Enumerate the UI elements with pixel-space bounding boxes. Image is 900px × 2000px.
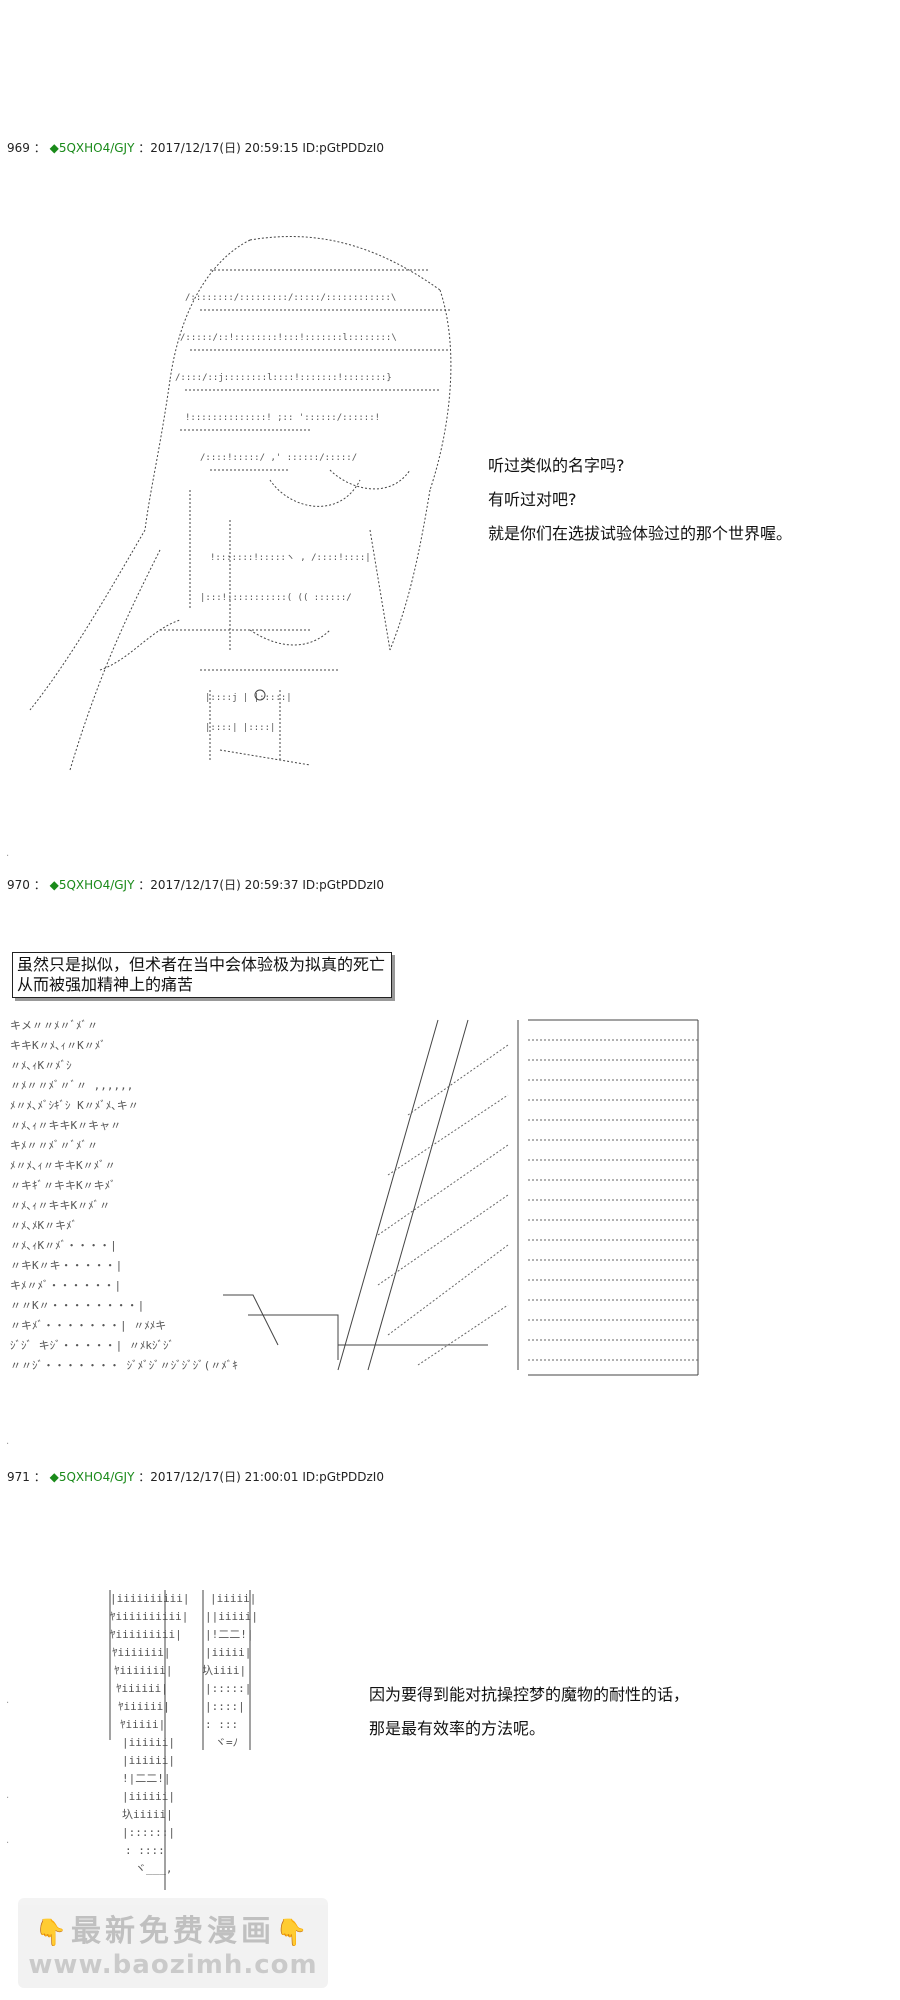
svg-text:ｼﾞｼﾞ キｼﾞ・・・・・| 〃ﾒkｼﾞｼﾞ: ｼﾞｼﾞ キｼﾞ・・・・・| 〃ﾒkｼﾞｼﾞ [10,1339,174,1352]
svg-text:ﾔiiiiii|: ﾔiiiiii| [116,1682,168,1695]
post-number: 971 [7,1470,30,1484]
svg-text:圦iiiii|: 圦iiiii| [122,1808,173,1821]
dialogue-971: 因为要得到能对抗操控梦的魔物的耐性的话， 那是最有效率的方法呢。 [369,1678,689,1746]
post-datetime: ：2017/12/17(日) 20:59:37 ID:pGtPDDzI0 [138,878,384,892]
svg-text:ﾒ〃ﾒ､ﾒﾞｼｷﾞｼ K〃ﾒﾞﾒ､キ〃: ﾒ〃ﾒ､ﾒﾞｼｷﾞｼ K〃ﾒﾞﾒ､キ〃 [10,1099,139,1112]
margin-dot: . [6,1695,10,1706]
trip-diamond-icon: ◆ [49,878,59,892]
svg-text:|::::|: |::::| [205,1700,245,1713]
narration-line: 从而被强加精神上的痛苦 [17,975,194,994]
svg-text:ﾔiiiiiii|: ﾔiiiiiii| [112,1646,170,1659]
post-number: 970 [7,878,30,892]
svg-text:〃ﾒ､ﾒK〃キﾒﾞ: 〃ﾒ､ﾒK〃キﾒﾞ [10,1219,77,1232]
post-header-970: 970 ： ◆5QXHO4/GJY ：2017/12/17(日) 20:59:3… [7,876,384,893]
svg-text:/::::!:::::/ ,' ::::::/:::::: /::::!:::::/ ,' ::::::/:::::/ [200,453,357,463]
svg-text:|iiiiiiiiii|: |iiiiiiiiii| [110,1592,189,1605]
svg-text:/::::/::j::::::::l::::!:::::::: /::::/::j::::::::l::::!:::::::!::::::::} [175,373,392,383]
svg-text:キメ〃〃ﾒ〃ﾞﾒﾞ〃: キメ〃〃ﾒ〃ﾞﾒﾞ〃 [10,1019,98,1032]
ascii-art-pillars-drawing: |iiiiiiiiii| ﾔiiiiiiiiii| ﾔiiiiiiiii| ﾔi… [109,1590,258,1890]
post-header-971: 971 ： ◆5QXHO4/GJY ：2017/12/17(日) 21:00:0… [7,1468,384,1485]
svg-text:ﾔiiiiii|: ﾔiiiiii| [118,1700,170,1713]
svg-text:!::::::::::::::! ;:: '::::::/: !::::::::::::::! ;:: '::::::/::::::! [185,413,380,423]
post-header-969: 969 ： ◆5QXHO4/GJY ：2017/12/17(日) 20:59:1… [7,139,384,156]
watermark-url[interactable]: www.baozimh.com [28,1950,318,1980]
watermark-text: 最新免费漫画 [71,1914,275,1949]
svg-text:|iiiii|: |iiiii| [205,1646,251,1659]
pointing-hand-icon: 👇 [275,1918,312,1948]
svg-text:|:::!:::::::::::( (( ::::::/: |:::!:::::::::::( (( ::::::/ [200,593,352,603]
svg-text:/:::::/::!::::::::!:::!:::::::: /:::::/::!::::::::!:::!:::::::l::::::::\ [180,333,397,343]
watermark-banner[interactable]: 👇最新免费漫画👇 www.baozimh.com [18,1898,328,1988]
ascii-art-scene: キメ〃〃ﾒ〃ﾞﾒﾞ〃 キキK〃ﾒ､ｨ〃K〃ﾒﾞ 〃ﾒ､ｨK〃ﾒﾞｼ 〃ﾒ〃〃ﾒﾞ… [8,1015,708,1380]
svg-text:ﾒ〃ﾒ､ｨ〃キキK〃ﾒﾞ〃: ﾒ〃ﾒ､ｨ〃キキK〃ﾒﾞ〃 [10,1159,116,1172]
ascii-art-girl-drawing: /::::::::/:::::::::/:::::/::::::::::::\ … [29,236,452,771]
svg-text:||iiiii|: ||iiiii| [205,1610,258,1623]
svg-text:〃キK〃キ・・・・・|: 〃キK〃キ・・・・・| [10,1259,122,1272]
svg-text:〃〃K〃・・・・・・・・|: 〃〃K〃・・・・・・・・| [10,1299,144,1312]
post-datetime: ：2017/12/17(日) 20:59:15 ID:pGtPDDzI0 [138,141,384,155]
svg-text:|:::::|: |:::::| [205,1682,251,1695]
svg-text:〃ﾒ､ｨ〃キキK〃キャ〃: 〃ﾒ､ｨ〃キキK〃キャ〃 [10,1119,121,1132]
narration-line: 虽然只是拟似，但术者在当中会体验极为拟真的死亡 [17,955,386,974]
separator: ： [33,878,46,892]
svg-text:キキK〃ﾒ､ｨ〃K〃ﾒﾞ: キキK〃ﾒ､ｨ〃K〃ﾒﾞ [10,1039,106,1052]
svg-text:〃ﾒ､ｨK〃ﾒﾞ・・・・|: 〃ﾒ､ｨK〃ﾒﾞ・・・・| [10,1239,117,1252]
svg-text:/::::::::/:::::::::/:::::/::::: /::::::::/:::::::::/:::::/::::::::::::\ [185,293,396,303]
svg-text:|iiiii|: |iiiii| [210,1592,256,1605]
narration-box-970: 虽然只是拟似，但术者在当中会体验极为拟真的死亡 从而被强加精神上的痛苦 [12,952,393,998]
svg-text:!|二二!|: !|二二!| [122,1772,171,1785]
svg-text:|::::| |::::|: |::::| |::::| [205,723,275,733]
svg-text:|iiiiii|: |iiiiii| [122,1736,175,1749]
separator: ： [33,1470,46,1484]
watermark-title: 👇最新免费漫画👇 [18,1906,328,1950]
svg-text:〃ﾒ､ｨ〃キキK〃ﾒﾞ〃: 〃ﾒ､ｨ〃キキK〃ﾒﾞ〃 [10,1199,110,1212]
svg-text:ﾔiiiiiiiii|: ﾔiiiiiiiii| [110,1628,182,1641]
post-number: 969 [7,141,30,155]
ascii-art-pillars: |iiiiiiiiii| ﾔiiiiiiiiii| ﾔiiiiiiiii| ﾔi… [105,1590,265,1895]
margin-dot: . [6,1790,10,1801]
dialogue-line: 因为要得到能对抗操控梦的魔物的耐性的话， [369,1685,690,1704]
svg-text:〃ﾒ､ｨK〃ﾒﾞｼ: 〃ﾒ､ｨK〃ﾒﾞｼ [10,1059,72,1072]
svg-text:ﾔiiiiiii|: ﾔiiiiiii| [114,1664,172,1677]
ascii-art-girl: /::::::::/:::::::::/:::::/::::::::::::\ … [10,230,460,775]
tripcode: 5QXHO4/GJY [58,878,135,892]
margin-dot: . [6,848,10,859]
svg-text:〃〃ｼﾞ・・・・・・・ ｼﾞﾒﾞｼﾞ〃ｼﾞｼﾞｼﾞ(〃ﾒﾞｷ: 〃〃ｼﾞ・・・・・・・ ｼﾞﾒﾞｼﾞ〃ｼﾞｼﾞｼﾞ(〃ﾒﾞｷ [10,1359,238,1372]
svg-text:: ::::: : :::: [125,1844,165,1857]
tripcode: 5QXHO4/GJY [58,141,135,155]
svg-text:〃キﾒﾞ・・・・・・・| 〃ﾒﾒキ: 〃キﾒﾞ・・・・・・・| 〃ﾒﾒキ [10,1319,166,1332]
dialogue-line: 就是你们在选拔试验体验过的那个世界喔。 [488,524,793,543]
svg-text:!:::::::!:::::ヽ , /::::!::: !:::::::!:::::ヽ , /::::!::::| [210,553,371,563]
svg-text:|iiiiii|: |iiiiii| [122,1790,175,1803]
svg-text:ﾔiiiii|: ﾔiiiii| [120,1718,165,1731]
svg-text:|::::j | |:::::|: |::::j | |:::::| [205,693,292,703]
ascii-art-scene-drawing: キメ〃〃ﾒ〃ﾞﾒﾞ〃 キキK〃ﾒ､ｨ〃K〃ﾒﾞ 〃ﾒ､ｨK〃ﾒﾞｼ 〃ﾒ〃〃ﾒﾞ… [10,1019,699,1376]
svg-text:キﾒ〃ﾒﾞ・・・・・・|: キﾒ〃ﾒﾞ・・・・・・| [10,1279,121,1292]
post-datetime: ：2017/12/17(日) 21:00:01 ID:pGtPDDzI0 [138,1470,384,1484]
svg-text:: :::: : ::: [205,1718,238,1731]
margin-dot: . [6,1436,10,1447]
svg-text:|::::::|: |::::::| [122,1826,175,1839]
svg-text:|iiiiii|: |iiiiii| [122,1754,175,1767]
trip-diamond-icon: ◆ [49,141,59,155]
svg-text:〃キｷﾞ〃キキK〃キﾒﾞ: 〃キｷﾞ〃キキK〃キﾒﾞ [10,1179,116,1192]
trip-diamond-icon: ◆ [49,1470,59,1484]
svg-text:|!二二!|: |!二二!| [205,1628,254,1641]
dialogue-line: 听过类似的名字吗? [488,456,625,475]
margin-dot: . [6,1835,10,1846]
separator: ： [33,141,46,155]
dialogue-line: 有听过对吧? [488,490,577,509]
pointing-hand-icon: 👇 [34,1918,71,1948]
svg-text:ﾔiiiiiiiiii|: ﾔiiiiiiiiii| [110,1610,188,1623]
svg-text:キﾒ〃〃ﾒﾞ〃ﾞﾒﾞ〃: キﾒ〃〃ﾒﾞ〃ﾞﾒﾞ〃 [10,1139,98,1152]
dialogue-line: 那是最有效率的方法呢。 [369,1719,546,1738]
svg-text:ヾ=ﾉ: ヾ=ﾉ [215,1736,238,1749]
dialogue-969: 听过类似的名字吗? 有听过对吧? 就是你们在选拔试验体验过的那个世界喔。 [488,449,792,551]
svg-text:ヾ___,: ヾ___, [135,1862,173,1875]
tripcode: 5QXHO4/GJY [58,1470,135,1484]
svg-text:圦iiii|: 圦iiii| [202,1664,246,1677]
svg-text:〃ﾒ〃〃ﾒﾞ〃ﾞ〃 ,,,,,,: 〃ﾒ〃〃ﾒﾞ〃ﾞ〃 ,,,,,, [10,1079,133,1092]
